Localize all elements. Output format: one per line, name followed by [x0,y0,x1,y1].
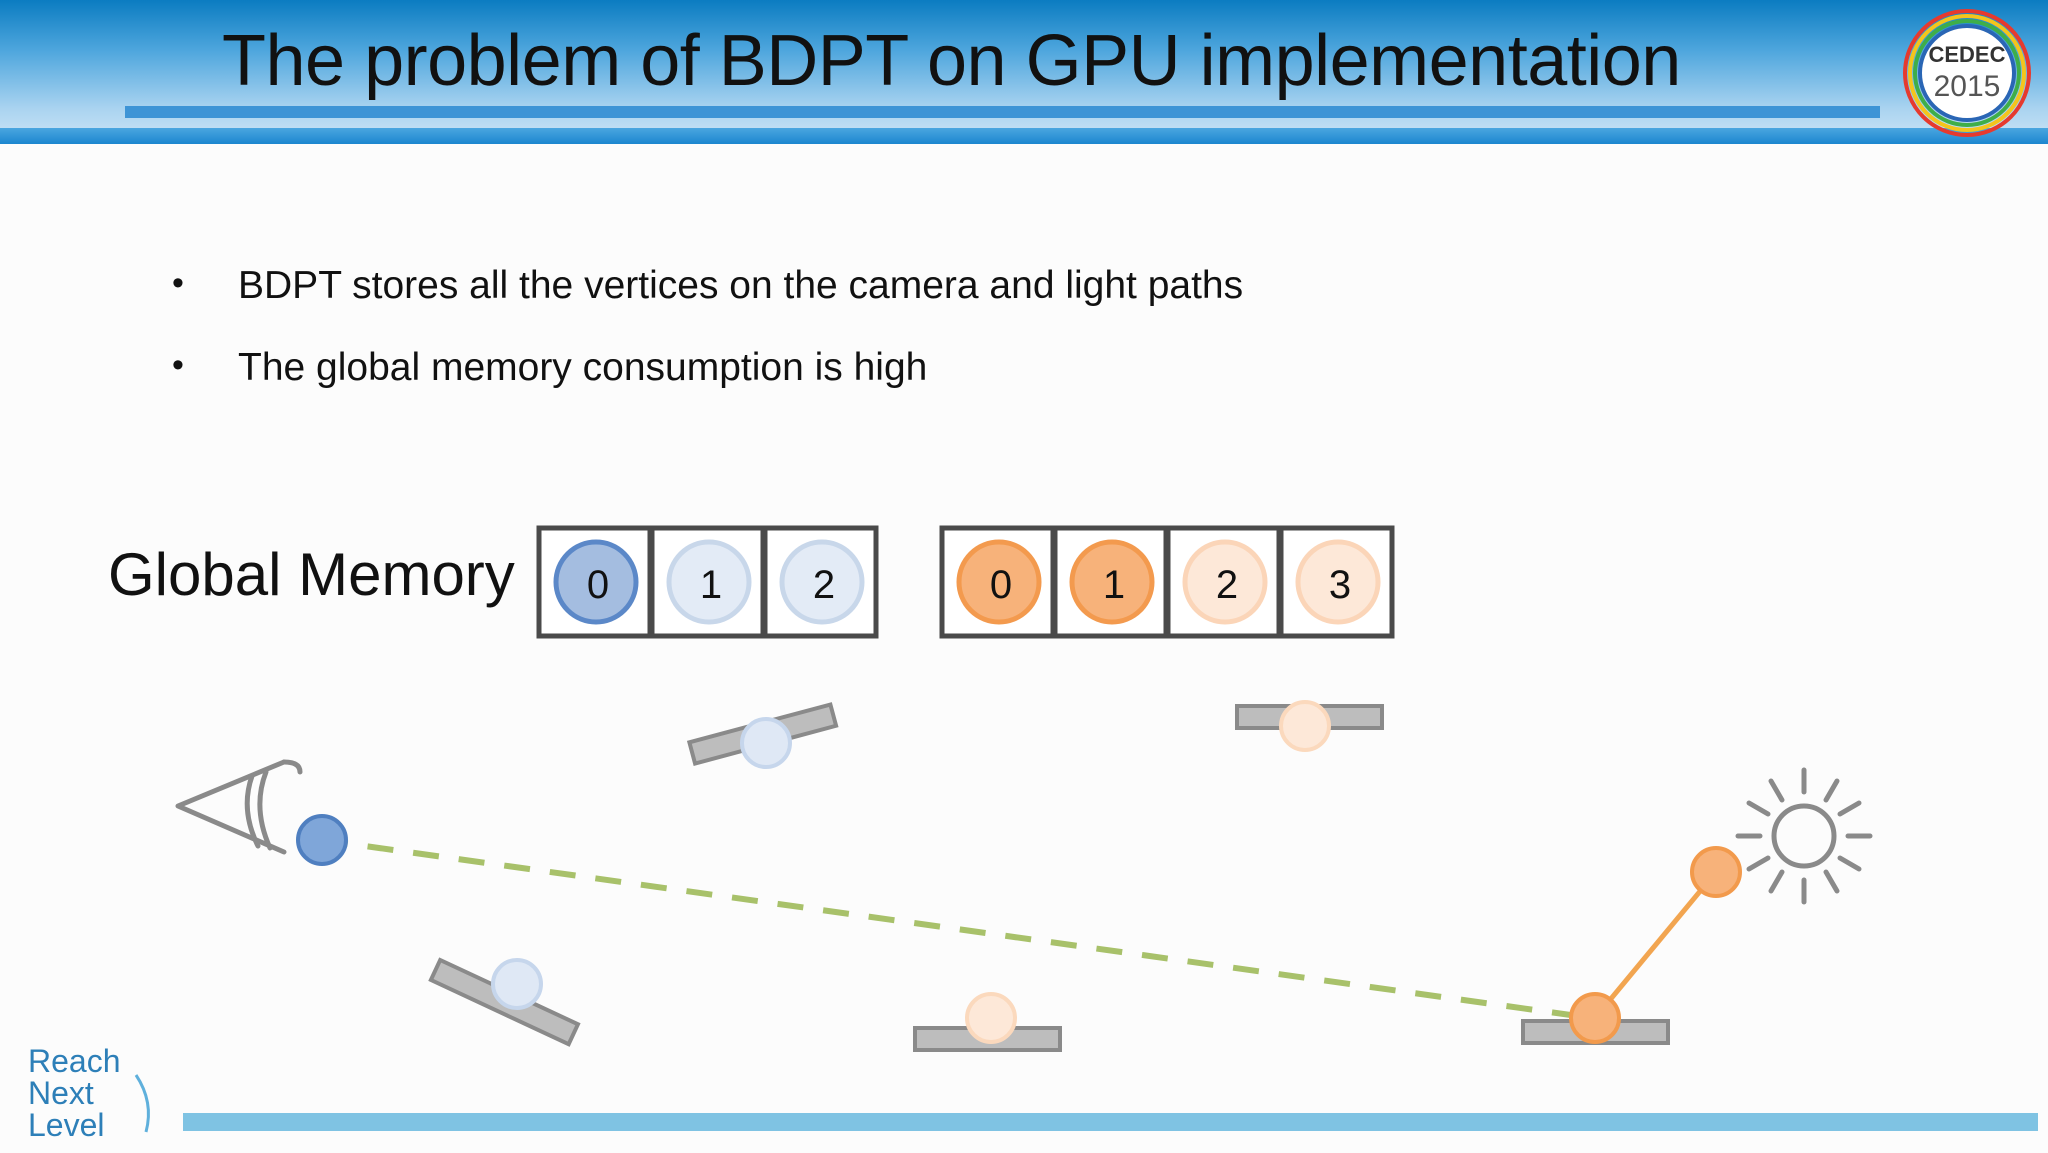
bullet-text: The global memory consumption is high [238,346,928,389]
light-origin-vertex [1690,846,1742,898]
memory-cell-index: 2 [1216,563,1238,607]
logo-line1: CEDEC [1928,42,2005,67]
bullet-item: • The global memory consumption is high [172,346,1243,428]
slide-title: The problem of BDPT on GPU implementatio… [222,21,1681,101]
bullet-list: • BDPT stores all the vertices on the cam… [172,264,1243,428]
memory-cell-index: 2 [813,563,835,607]
cedec-logo: CEDEC 2015 [1903,9,2031,137]
memory-cell-index: 1 [700,563,722,607]
bullet-text: BDPT stores all the vertices on the came… [238,264,1244,307]
light-path-memory: 0 1 2 3 [939,525,1395,639]
light-path-segment [1593,870,1718,1020]
reach-next-level-logo: Reach Next Level [28,1043,150,1142]
footer-bar [183,1113,2038,1131]
global-memory-label: Global Memory [108,541,515,608]
bullet-dot: • [172,346,184,384]
camera-vertex-1 [666,539,752,625]
camera-path-vertex-faint [491,958,543,1010]
memory-cell-index: 3 [1329,563,1351,607]
camera-origin-vertex [296,814,348,866]
light-vertex-2 [1182,539,1268,625]
header-bottom-band [0,128,2048,144]
camera-eye-icon [175,759,303,855]
camera-vertex-0 [553,539,639,625]
rnl-line1: Reach [28,1043,121,1079]
connection-dashed-line [321,837,1593,1021]
camera-vertex-2 [779,539,865,625]
light-path-vertex-faint [965,992,1017,1044]
camera-path-vertex-faint [740,717,792,769]
bullet-item: • BDPT stores all the vertices on the cam… [172,264,1243,346]
memory-cell-index: 0 [990,563,1012,607]
light-path-vertex-faint [1279,700,1331,752]
logo-line2: 2015 [1934,70,2001,103]
memory-cell-index: 0 [587,563,609,607]
bullet-dot: • [172,264,184,302]
memory-cell-index: 1 [1103,563,1125,607]
camera-path-memory: 0 1 2 [536,525,879,639]
light-vertex-1 [1069,539,1155,625]
rnl-line2: Next [28,1075,94,1111]
light-source-sun-icon [1735,767,1873,905]
light-vertex-3 [1295,539,1381,625]
light-vertex-0 [956,539,1042,625]
header-stripe [125,106,1880,118]
rnl-line3: Level [28,1107,105,1142]
light-path-vertex-connected [1569,992,1621,1044]
header-bar [0,0,2048,144]
